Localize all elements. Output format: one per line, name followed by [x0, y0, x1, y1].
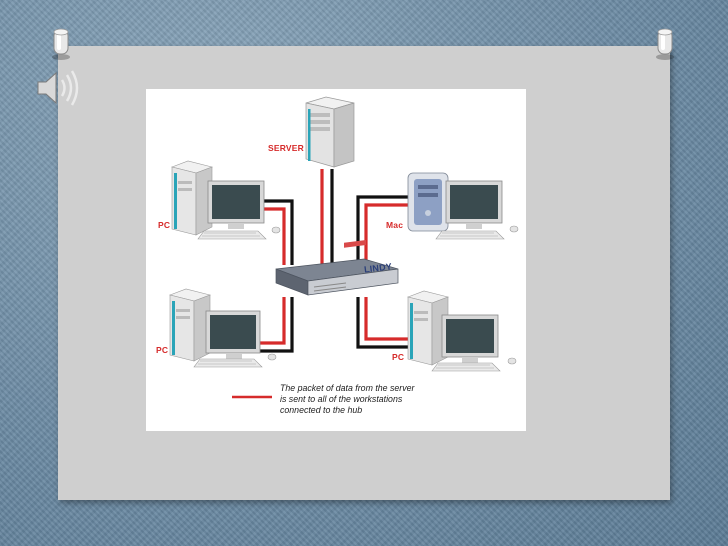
label-mac: Mac — [386, 220, 404, 230]
pc-bottom-right — [406, 290, 517, 372]
mac-workstation — [407, 172, 519, 240]
legend-text-line-2: is sent to all of the workstations — [280, 394, 403, 404]
pc-top-left — [170, 160, 281, 240]
legend-text-line-1: The packet of data from the server — [280, 383, 415, 393]
server-tower — [305, 96, 355, 168]
pc-bottom-left — [168, 288, 277, 368]
label-pc-bottom-left: PC — [156, 345, 169, 355]
label-server: SERVER — [268, 143, 305, 153]
label-pc-bottom-right: PC — [392, 352, 405, 362]
hub-device — [275, 239, 399, 296]
label-pc-top-left: PC — [158, 220, 171, 230]
network-diagram: SERVER PC Mac PC PC LINDY The packet of … — [146, 89, 526, 431]
pushpin-icon — [656, 28, 674, 60]
legend-text-line-3: connected to the hub — [280, 405, 363, 415]
cables — [254, 169, 408, 353]
pushpin-icon — [52, 28, 70, 60]
speaker-icon[interactable] — [34, 66, 86, 110]
